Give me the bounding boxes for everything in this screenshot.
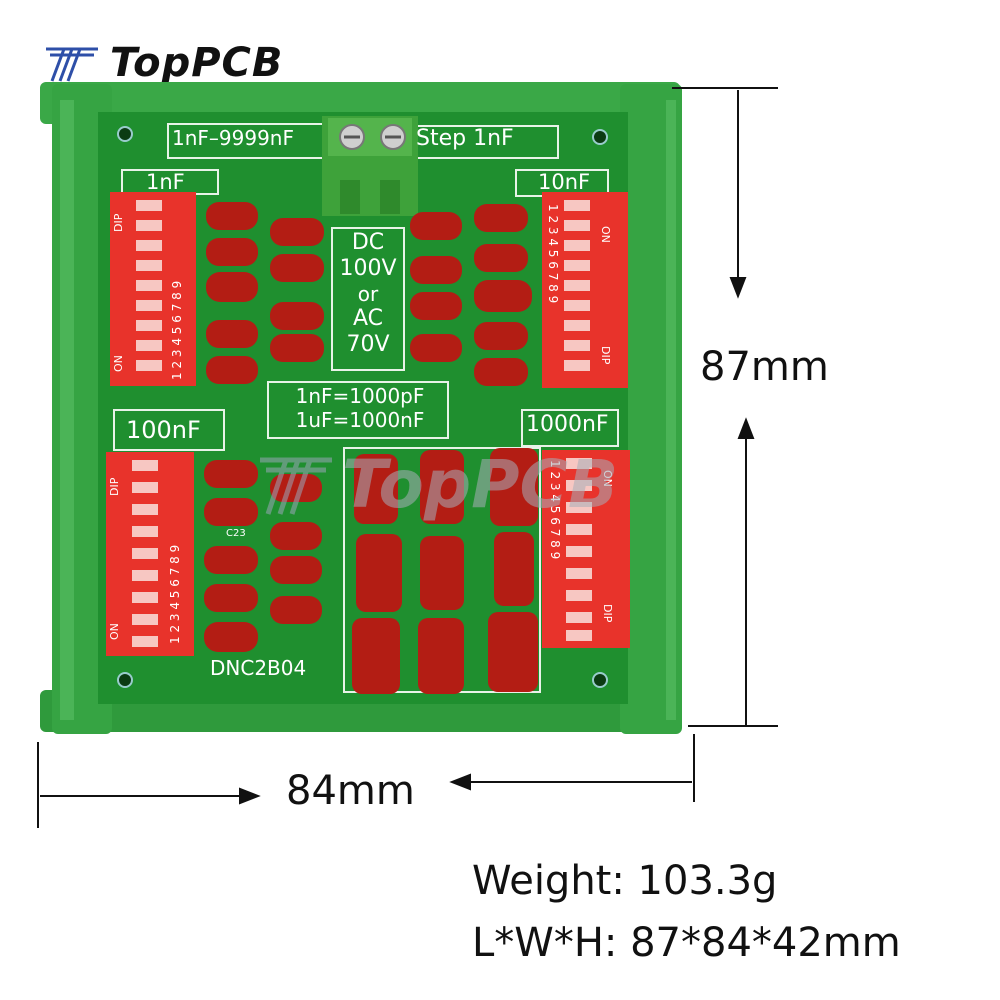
width-dimension: 84mm <box>286 768 415 814</box>
dip-label-10nf: DIP <box>599 346 612 365</box>
capacitors-1nf <box>206 202 324 384</box>
dip-numbers-100nf: 1 2 3 4 5 6 7 8 9 <box>168 544 182 644</box>
on-label-100nf: ON <box>108 623 121 640</box>
dip-switch-1000nf <box>542 450 630 648</box>
capacitors-1000nf <box>352 448 538 694</box>
conversion-2: 1uF=1000nF <box>295 408 425 432</box>
dip-switch-100nf <box>106 452 194 656</box>
dip-switch-10nf <box>542 192 628 388</box>
dip-label-1000nf: DIP <box>601 604 614 623</box>
rating-line-2: 100V <box>339 256 397 281</box>
model-label: DNC2B04 <box>210 656 307 680</box>
dip-switch-1nf <box>110 192 196 386</box>
brand-name: TopPCB <box>110 40 284 86</box>
section-label-100nf: 100nF <box>126 416 201 444</box>
dip-numbers-10nf: 1 2 3 4 5 6 7 8 9 <box>546 204 560 304</box>
watermark: TopPCB <box>256 446 618 523</box>
step-label: Step 1nF <box>416 126 514 151</box>
rating-line-3: or <box>357 282 379 306</box>
rating-line-1: DC <box>351 230 385 255</box>
conversion-block: 1nF=1000pF 1uF=1000nF <box>272 384 448 432</box>
size-spec: L*W*H: 87*84*42mm <box>472 920 901 966</box>
rating-block: DC 100V or AC 70V <box>332 230 404 358</box>
capacitor-mark: C23 <box>226 528 246 539</box>
range-label: 1nF–9999nF <box>172 126 294 150</box>
on-label-1nf: ON <box>112 355 125 372</box>
height-dimension: 87mm <box>700 344 829 390</box>
watermark-logo-icon <box>260 457 332 515</box>
brand-logo: TopPCB <box>42 40 283 86</box>
conversion-1: 1nF=1000pF <box>295 384 425 408</box>
capacitors-100nf <box>204 460 322 652</box>
dip-label-100nf: DIP <box>108 477 121 496</box>
on-label-10nf: ON <box>599 226 612 243</box>
weight-spec: Weight: 103.3g <box>472 858 778 904</box>
watermark-text: TopPCB <box>342 446 619 523</box>
rating-line-5: 70V <box>346 332 390 357</box>
section-label-1nf: 1nF <box>146 170 185 194</box>
section-label-10nf: 10nF <box>538 170 591 194</box>
dip-numbers-1nf: 1 2 3 4 5 6 7 8 9 <box>170 280 184 380</box>
capacitors-10nf <box>410 204 532 386</box>
toppcb-logo-icon <box>46 47 98 82</box>
section-label-1000nf: 1000nF <box>526 412 609 437</box>
rating-line-4: AC <box>352 306 384 331</box>
dip-label-1nf: DIP <box>112 213 125 232</box>
